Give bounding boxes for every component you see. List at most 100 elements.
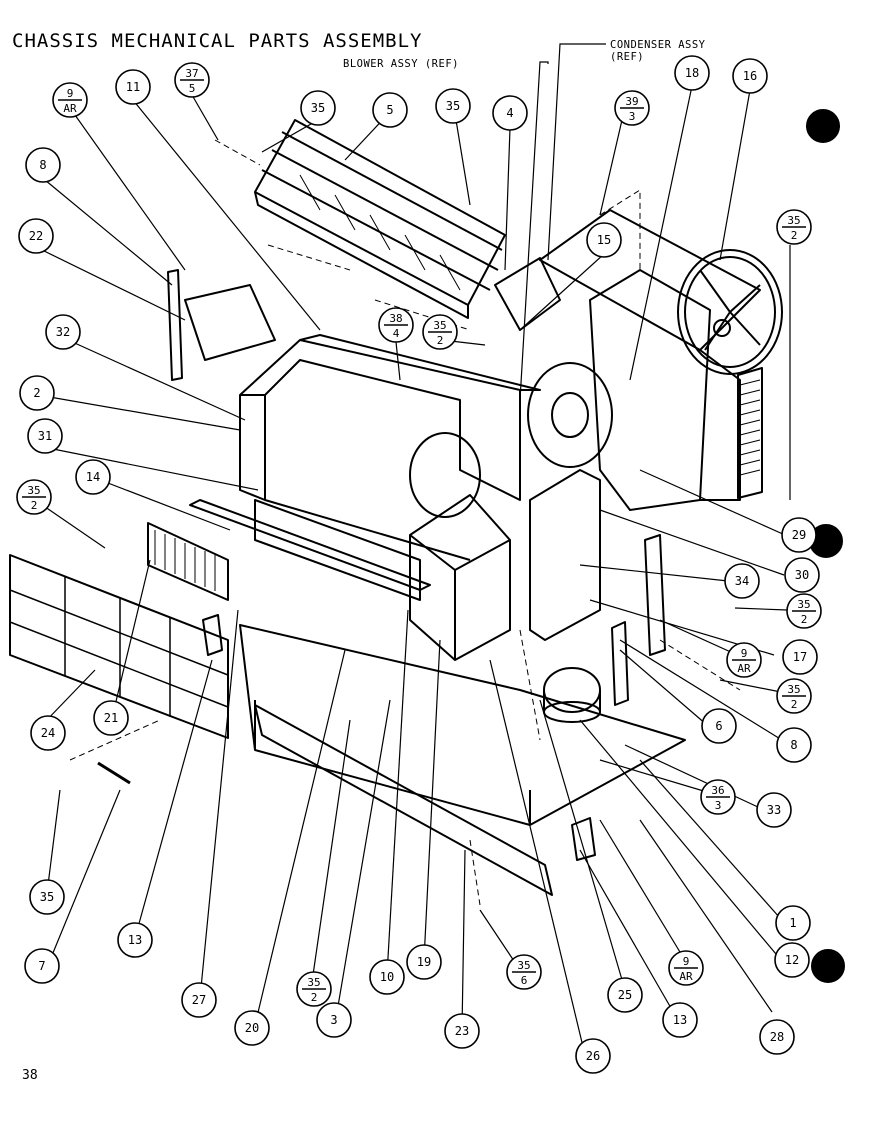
callout-35-b: 35	[435, 88, 471, 124]
callout-number: 16	[743, 69, 757, 83]
callout-16: 16	[732, 58, 768, 94]
callout-number: 32	[56, 325, 70, 339]
callout-number: 22	[29, 229, 43, 243]
fan-motor-mount	[409, 432, 481, 518]
callout-35-2-c: 352	[16, 479, 52, 515]
callout-5: 5	[372, 92, 408, 128]
callout-10: 10	[369, 959, 405, 995]
bracket-part-6	[611, 621, 629, 706]
callout-number: 3	[330, 1013, 337, 1027]
callout-number: 8	[790, 738, 797, 752]
callout-8-a: 8	[25, 147, 61, 183]
callout-33: 33	[756, 792, 792, 828]
callout-35-2-b: 352	[422, 314, 458, 350]
callout-number: 36	[711, 784, 724, 797]
callout-number: 8	[39, 158, 46, 172]
callout-36-3: 363	[700, 779, 736, 815]
callout-number: 19	[417, 955, 431, 969]
callout-quantity: AR	[737, 662, 751, 675]
callout-30: 30	[784, 557, 820, 593]
callout-number: 35	[517, 959, 530, 972]
compressor-part-25	[543, 667, 601, 723]
callout-quantity: AR	[63, 102, 77, 115]
callout-number: 10	[380, 970, 394, 984]
callout-11: 11	[115, 69, 151, 105]
callout-35-6: 356	[506, 954, 542, 990]
callout-25: 25	[607, 977, 643, 1013]
callout-31: 31	[27, 418, 63, 454]
condenser-ref-label-line1: CONDENSER ASSY	[610, 39, 706, 51]
callout-quantity: AR	[679, 970, 693, 983]
callout-quantity: 2	[791, 698, 798, 711]
callout-number: 7	[38, 959, 45, 973]
callout-13-a: 13	[117, 922, 153, 958]
condenser-part-18	[539, 209, 761, 511]
callout-number: 24	[41, 726, 55, 740]
callout-quantity: 2	[791, 229, 798, 242]
callout-number: 35	[787, 214, 800, 227]
callout-quantity: 2	[801, 613, 808, 626]
callout-number: 35	[787, 683, 800, 696]
bracket-part-9-right	[644, 534, 666, 656]
callout-6: 6	[701, 708, 737, 744]
callout-number: 11	[126, 80, 140, 94]
callout-number: 35	[307, 976, 320, 989]
callout-number: 33	[767, 803, 781, 817]
callout-14: 14	[75, 459, 111, 495]
callout-number: 13	[128, 933, 142, 947]
condenser-ref-label-line2: (REF)	[610, 51, 645, 63]
callout-number: 35	[433, 319, 446, 332]
callout-1: 1	[775, 905, 811, 941]
bulkhead-part-2	[239, 334, 541, 561]
callout-12: 12	[774, 942, 810, 978]
callout-26: 26	[575, 1038, 611, 1074]
callout-9-ar-a: 9AR	[52, 82, 88, 118]
front-rail-part-23	[254, 704, 553, 896]
evaporator-duct-part-31	[254, 499, 421, 601]
callout-number: 27	[192, 993, 206, 1007]
callout-34: 34	[724, 563, 760, 599]
callout-38-4: 384	[378, 307, 414, 343]
callout-19: 19	[406, 944, 442, 980]
callout-29: 29	[781, 517, 817, 553]
callout-18: 18	[674, 55, 710, 91]
callout-number: 39	[625, 95, 638, 108]
callout-number: 35	[446, 99, 460, 113]
registration-dot-top	[806, 109, 840, 143]
callout-number: 9	[683, 955, 690, 968]
callout-number: 35	[311, 101, 325, 115]
callout-13-b: 13	[662, 1002, 698, 1038]
rod-part-7	[97, 761, 131, 785]
callout-28: 28	[759, 1019, 795, 1055]
callout-22: 22	[18, 218, 54, 254]
callout-number: 26	[586, 1049, 600, 1063]
callout-number: 37	[185, 67, 198, 80]
callout-39-3: 393	[614, 90, 650, 126]
callout-number: 13	[673, 1013, 687, 1027]
callout-number: 28	[770, 1030, 784, 1044]
callout-24: 24	[30, 715, 66, 751]
callout-quantity: 2	[31, 499, 38, 512]
callout-number: 1	[789, 916, 796, 930]
callout-number: 18	[685, 66, 699, 80]
control-panel-part-17	[529, 469, 601, 641]
shroud-ring-part-15	[527, 362, 613, 468]
coil-side-part-29	[737, 367, 763, 499]
clip-part-27	[202, 614, 223, 656]
callout-35-2-a: 352	[776, 209, 812, 245]
condenser-fan-part-16	[677, 249, 783, 375]
callout-quantity: 2	[311, 991, 318, 1004]
callout-number: 17	[793, 650, 807, 664]
part-14	[189, 499, 431, 591]
callout-2: 2	[19, 375, 55, 411]
callout-number: 9	[67, 87, 74, 100]
blower-wheel-part-5	[254, 119, 506, 319]
callout-number: 2	[33, 386, 40, 400]
registration-dot-bottom	[811, 949, 845, 983]
callout-number: 38	[389, 312, 402, 325]
callout-number: 21	[104, 711, 118, 725]
callout-9-ar-b: 9AR	[726, 642, 762, 678]
callout-35-2-f: 352	[296, 971, 332, 1007]
